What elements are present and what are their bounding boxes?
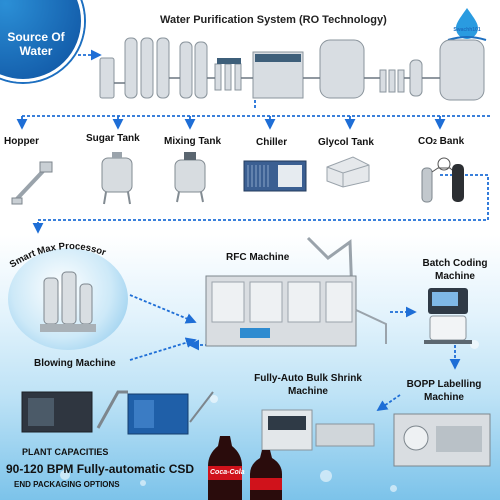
hopper-label: Hopper [4,136,39,147]
bubble [320,470,332,482]
bottle-brand-label: Coca-Cola [210,469,245,476]
plant-capacities-heading: PLANT CAPACITIES [22,447,109,457]
co2-label-sub: 2 [433,139,437,146]
bubble [470,340,479,349]
bopp-label: BOPP Labelling Machine [406,379,482,403]
sugar-tank-label: Sugar Tank [86,133,140,144]
ro-system-machinery [99,37,485,101]
bubble [390,485,397,492]
packaging-options-text: END PACKAGING OPTIONS [14,480,120,489]
chiller-machine [243,160,307,192]
batch-coding-label: Batch Coding Machine [422,258,488,282]
hopper-machine [11,161,53,205]
rfc-machine-label: RFC Machine [226,252,290,263]
bubble [60,470,70,480]
bubble [210,395,218,403]
logo-text: Swachh101 [453,27,481,33]
co2-label-rest: Bank [436,136,465,147]
mixing-tank-machine [174,152,206,203]
bopp-labelling-machine [393,413,491,467]
cola-bottle-image [208,436,282,500]
blowing-machine-label: Blowing Machine [34,358,116,369]
shrink-machine-label: Fully-Auto Bulk Shrink Machine [254,373,362,397]
co2-bank-label: CO2 Bank [418,136,464,147]
source-of-water-label: Source Of Water [7,30,65,58]
shrink-machine [261,409,375,451]
batch-coding-machine [424,288,472,344]
chiller-label: Chiller [256,137,288,148]
brand-logo-icon [447,8,487,41]
co2-bank-machine [421,157,464,203]
sugar-tank-machine [101,152,133,205]
bpm-capacity-text: 90-120 BPM Fully-automatic CSD [6,462,195,476]
glycol-tank-machine [326,156,370,188]
mixing-tank-label: Mixing Tank [164,136,222,147]
blowing-machine [21,390,214,435]
rfc-machine [205,236,387,347]
smart-max-processor-machine [40,271,96,332]
glycol-tank-label: Glycol Tank [318,137,374,148]
bubble [140,480,146,486]
diagram-title: Water Purification System (RO Technology… [160,14,387,26]
co2-label-main: CO [418,136,433,147]
